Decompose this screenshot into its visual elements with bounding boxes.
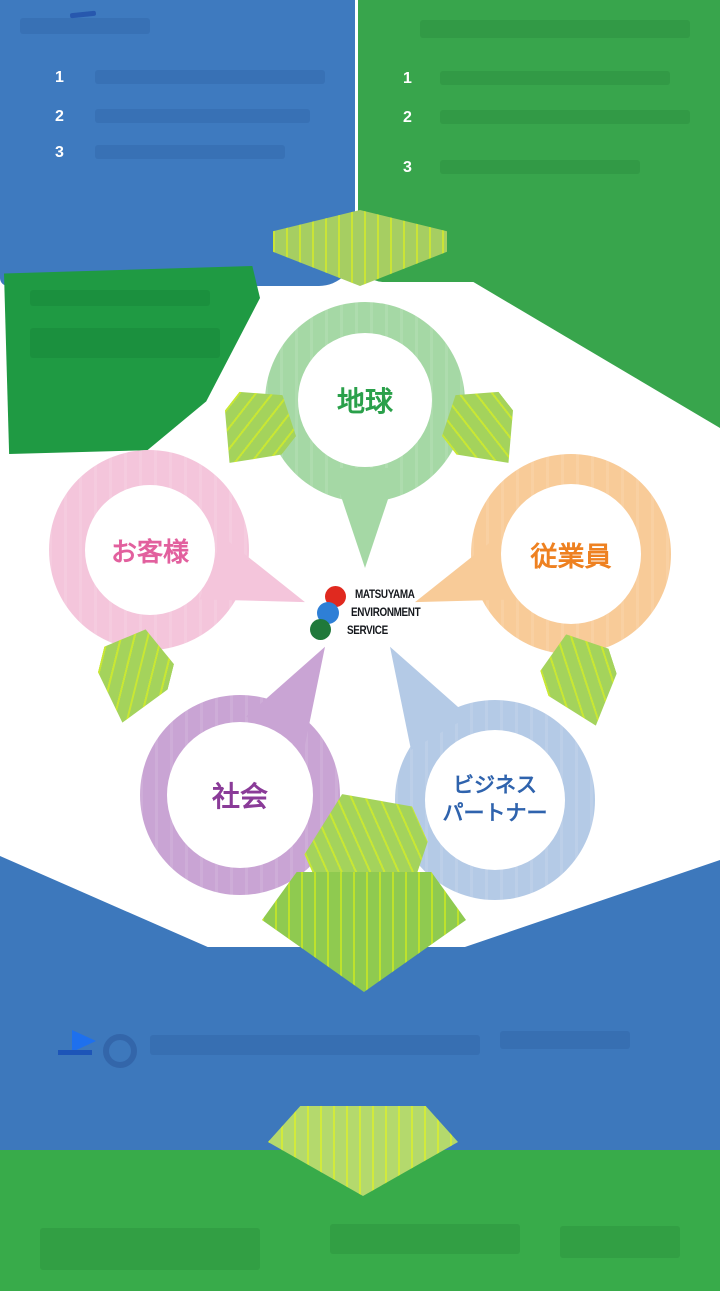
ghost-text-line (30, 328, 220, 358)
ghost-text-line (440, 160, 640, 174)
logo-text-service: SERVICE (347, 625, 388, 637)
node-employee: 従業員 (501, 484, 641, 624)
section-mid-left-green (4, 266, 260, 454)
ghost-text-line (20, 18, 150, 34)
node-label-society: 社会 (211, 781, 268, 812)
node-label-employee: 従業員 (530, 541, 612, 572)
node-business-partner: ビジネス パートナー (425, 730, 565, 870)
section-top-left-blue: 1 2 3 (0, 0, 355, 286)
logo-text-environment: ENVIRONMENT (351, 607, 421, 619)
logo-dot-blue (317, 602, 339, 624)
logo-text-matsuyama: MATSUYAMA (355, 589, 415, 601)
node-label-business-partner: ビジネス パートナー (443, 772, 548, 829)
ghost-text-line (95, 70, 325, 84)
list-number-1: 1 (55, 69, 64, 86)
ghost-text-line (500, 1031, 630, 1049)
ghost-text-line (30, 290, 210, 306)
ghost-text-line (420, 20, 690, 38)
ghost-text-line (560, 1226, 680, 1258)
node-earth: 地球 (298, 333, 432, 467)
ghost-text-line (40, 1228, 260, 1270)
ghost-text-line (150, 1035, 480, 1055)
list-number-3: 3 (403, 159, 412, 176)
label-line-1: ビジネス (453, 773, 537, 797)
node-customer: お客様 (85, 485, 215, 615)
list-number-2: 2 (55, 108, 64, 125)
logo-dot-green (310, 619, 331, 640)
ghost-text-line (440, 110, 690, 124)
petal-tail-earth (331, 468, 399, 568)
ghost-icon (103, 1034, 137, 1068)
ghost-text-line (440, 71, 670, 85)
ghost-text-line (95, 109, 310, 123)
label-line-2: パートナー (442, 802, 548, 825)
list-number-1: 1 (403, 70, 412, 87)
node-society: 社会 (167, 722, 313, 868)
logo-dot-red (325, 586, 346, 607)
list-number-3: 3 (55, 144, 64, 161)
list-number-2: 2 (403, 109, 412, 126)
node-label-earth: 地球 (336, 386, 393, 417)
pointer-underline (58, 1050, 92, 1055)
ghost-text-line (95, 145, 285, 159)
node-label-customer: お客様 (110, 536, 189, 567)
ghost-text-line (330, 1224, 520, 1254)
